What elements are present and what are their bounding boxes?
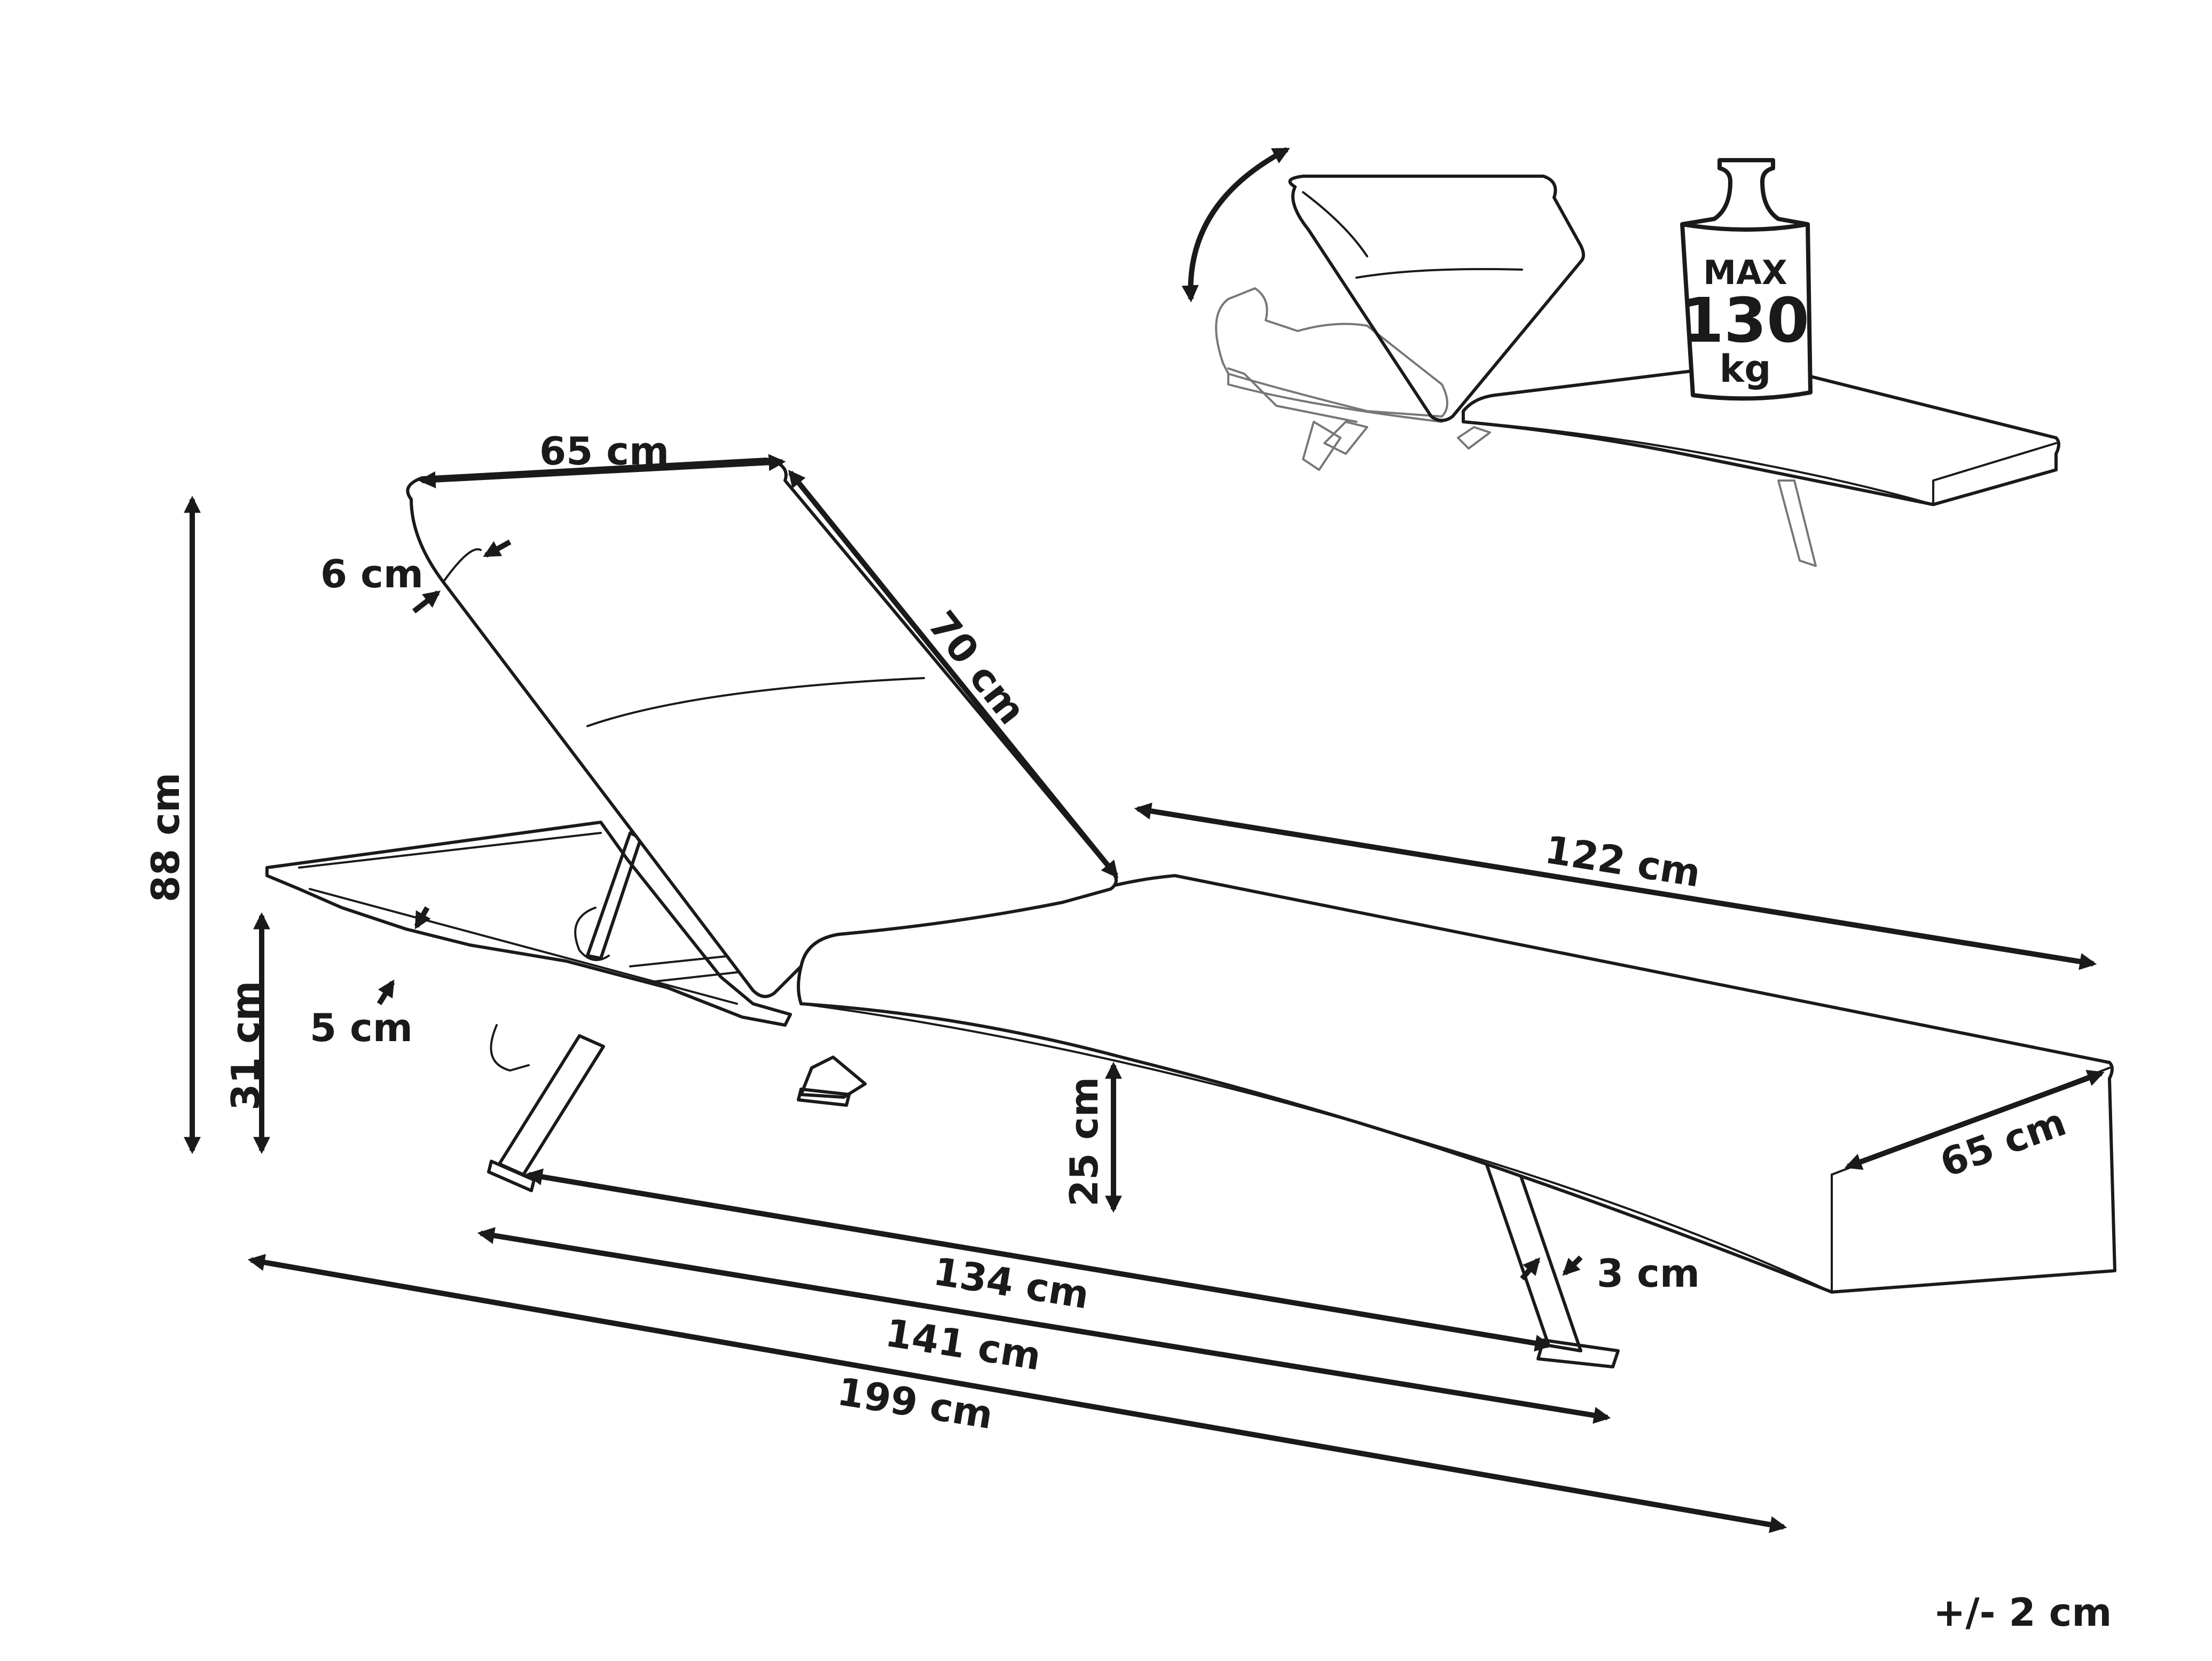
label-overall-height: 88 cm (143, 773, 188, 902)
label-overall-length: 199 cm (834, 1369, 996, 1438)
dim-backrest-thickness-b (412, 591, 441, 613)
load-max-label: MAX (1703, 253, 1787, 292)
label-leg-span: 134 cm (930, 1249, 1092, 1318)
dim-frame-thickness-a (414, 906, 431, 930)
adjustment-sketch (1181, 147, 2060, 567)
dim-backrest-thickness-a (483, 539, 512, 558)
label-backrest-width: 65 cm (539, 429, 669, 474)
tolerance-note: +/- 2 cm (1933, 1590, 2112, 1635)
dim-backrest-length (788, 470, 1119, 878)
label-seat-height: 31 cm (223, 981, 268, 1111)
dim-leg-thickness-a (1520, 1257, 1541, 1281)
dimension-lines (183, 454, 2105, 1533)
main-lounger (265, 458, 2116, 1368)
label-frame-thickness: 5 cm (310, 1005, 413, 1050)
frame-head (265, 821, 792, 1027)
label-clearance-height: 25 cm (1062, 1077, 1107, 1207)
dim-seat-width (1844, 1069, 2105, 1170)
load-value: 130 (1681, 285, 1809, 357)
seat-cushion (797, 874, 2116, 1294)
label-backrest-thickness: 6 cm (320, 552, 423, 596)
load-unit: kg (1720, 347, 1771, 391)
dim-leg-thickness-b (1562, 1255, 1583, 1276)
front-left-leg (498, 1034, 605, 1176)
dim-leg-span (525, 1168, 1552, 1352)
dim-overall-length (247, 1254, 1787, 1533)
weight-icon: MAX 130 kg (1680, 158, 1813, 401)
label-leg-thickness: 3 cm (1597, 1251, 1700, 1296)
rotate-arrow-icon (1181, 147, 1290, 303)
dim-seat-length (1134, 802, 2097, 970)
dim-frame-thickness-b (376, 979, 395, 1005)
dim-backrest-width (418, 454, 786, 489)
